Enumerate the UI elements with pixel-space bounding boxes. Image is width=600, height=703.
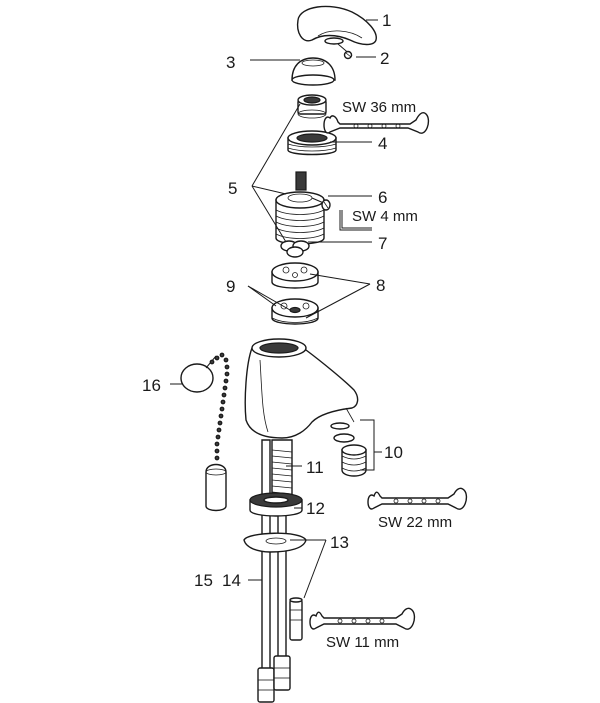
callout-numbers: 1 2 3 4 5 6 7 8 9 10 11 12 13 14 15 16: [142, 11, 403, 590]
callout-11: 11: [306, 458, 324, 477]
callout-10: 10: [384, 443, 403, 462]
part-supply-hose-right: [273, 499, 291, 691]
part-aerator: [330, 422, 367, 477]
callout-16: 16: [142, 376, 161, 395]
callout-5: 5: [228, 179, 237, 198]
part-ceramic-disc-lower: [271, 298, 319, 325]
callout-3: 3: [226, 53, 235, 72]
part-threaded-ring: [287, 130, 337, 156]
callout-9: 9: [226, 277, 235, 296]
part-cartridge-nut: [297, 94, 327, 119]
part-cartridge: [275, 171, 325, 245]
wrench-icon: [367, 487, 468, 510]
part-threaded-stud: [271, 439, 293, 501]
callout-15: 15: [194, 571, 213, 590]
part-o-rings: [280, 240, 310, 258]
part-chain-stopper: [180, 352, 230, 512]
leader-lines: [170, 19, 382, 599]
wrench-icon: [323, 111, 430, 134]
part-horseshoe-plate: [243, 532, 307, 641]
callout-7: 7: [378, 234, 387, 253]
callout-12: 12: [306, 499, 325, 518]
part-faucet-body: [244, 338, 359, 439]
callout-1: 1: [382, 11, 391, 30]
callout-14: 14: [222, 571, 241, 590]
callout-13: 13: [330, 533, 349, 552]
callout-2: 2: [380, 49, 389, 68]
hex-key-size-4-label: SW 4 mm: [352, 208, 418, 225]
part-washer: [249, 492, 303, 517]
hex-key-icon: [339, 210, 372, 231]
part-ceramic-disc-upper: [271, 262, 319, 289]
callout-6: 6: [378, 188, 387, 207]
part-cartridge-screw: [311, 197, 331, 211]
wrench-size-22-label: SW 22 mm: [378, 514, 452, 531]
part-cover-cap: [291, 57, 336, 86]
tool-labels: SW 36 mm SW 4 mm SW 22 mm SW 11 mm: [326, 99, 452, 651]
callout-8: 8: [376, 276, 385, 295]
part-grub-screw: [337, 43, 353, 60]
wrench-icon: [309, 607, 416, 630]
chain-beads: [209, 352, 230, 461]
part-spout-outlet: [345, 407, 355, 423]
wrench-size-11-label: SW 11 mm: [326, 634, 399, 651]
part-lever-handle: [296, 5, 377, 46]
wrench-size-36-label: SW 36 mm: [342, 99, 416, 116]
callout-4: 4: [378, 134, 387, 153]
